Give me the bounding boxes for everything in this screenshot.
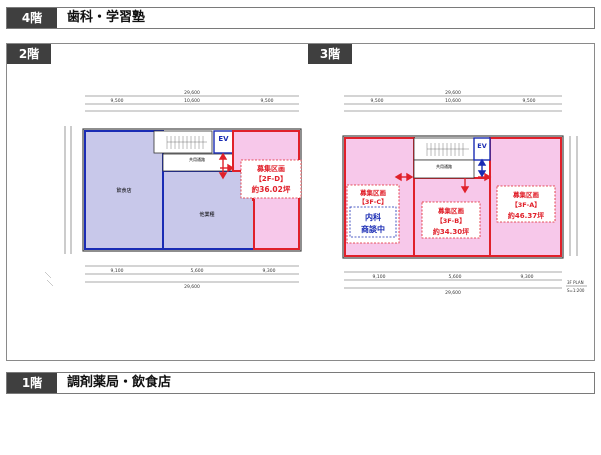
dim-2f-top-a: 9,500 [111,98,124,104]
dim-2f-top-b: 10,600 [184,98,200,104]
label-2f-corridor: 共用通路 [189,156,205,162]
dim-3f-top-a: 9,500 [371,98,384,104]
label-3f-corridor: 共用通路 [436,163,452,169]
label-2f-restaurant: 飲食店 [116,187,131,194]
floor-tag-4f: 4階 [7,8,57,28]
unit-2f-d-label2: 【2F-D】 [255,175,287,183]
floor-header-1f: 1階 調剤薬局・飲食店 [6,372,595,394]
plan-3f-scale: S=1:200 [567,288,585,293]
unit-3f-c-note1: 内科 [365,212,381,222]
floor-title-1f: 調剤薬局・飲食店 [67,375,172,390]
unit-3f-c-label1: 募集区画 [359,188,387,197]
unit-3f-a-label2: 【3F-A】 [511,201,541,209]
label-2f-ev: EV [218,135,229,143]
dim-3f-bottom-b: 5,600 [449,274,462,280]
dim-3f-bottom-total: 29,600 [445,290,461,296]
floor-tag-3f: 3階 [308,44,352,64]
label-2f-other: 他業種 [199,211,214,218]
dim-3f-top-c: 9,500 [523,98,536,104]
floor-header-4f: 4階 歯科・学習塾 [6,7,595,29]
unit-3f-c-label2: 【3F-C】 [358,198,387,206]
dim-3f-bottom-a: 9,100 [373,274,386,280]
dim-2f-bottom-total: 29,600 [184,284,200,290]
unit-3f-b-label2: 【3F-B】 [436,217,465,225]
plan-3f: 29,600 9,500 10,600 9,500 [342,90,587,296]
unit-3f-a-area: 約46.37坪 [508,211,544,220]
floor-plan-drawings: 29,600 9,500 10,600 9,500 飲食店 他業種 [44,90,587,296]
label-3f-ev: EV [477,142,486,150]
floor-tag-1f: 1階 [7,373,57,393]
dim-2f-top-c: 9,500 [261,98,274,104]
dim-2f-bottom-c: 9,300 [263,268,276,274]
dim-2f-top-total: 29,600 [184,90,200,96]
dim-3f-top-b: 10,600 [445,98,461,104]
floor-plans-panel: 2階 3階 29,600 9,500 10,600 9,500 飲食店 他業種 [6,43,595,361]
dim-2f-bottom-a: 9,100 [111,268,124,274]
room-2f-other [162,170,255,250]
dim-3f-bottom-c: 9,300 [521,274,534,280]
floor-tag-2f: 2階 [7,44,51,64]
dim-3f-top-total: 29,600 [445,90,461,96]
unit-3f-b-label1: 募集区画 [437,206,465,215]
unit-2f-d-label1: 募集区画 [256,164,285,173]
floor-title-4f: 歯科・学習塾 [67,10,146,25]
unit-3f-b-area: 約34.30坪 [433,227,469,236]
plan-3f-title: 3F PLAN [567,280,584,285]
plan-2f: 29,600 9,500 10,600 9,500 飲食店 他業種 [44,90,302,290]
unit-3f-c-note2: 商談中 [361,224,385,234]
unit-2f-d-area: 約36.02坪 [252,184,291,194]
dim-2f-bottom-b: 5,600 [191,268,204,274]
unit-3f-a-label1: 募集区画 [512,190,540,199]
